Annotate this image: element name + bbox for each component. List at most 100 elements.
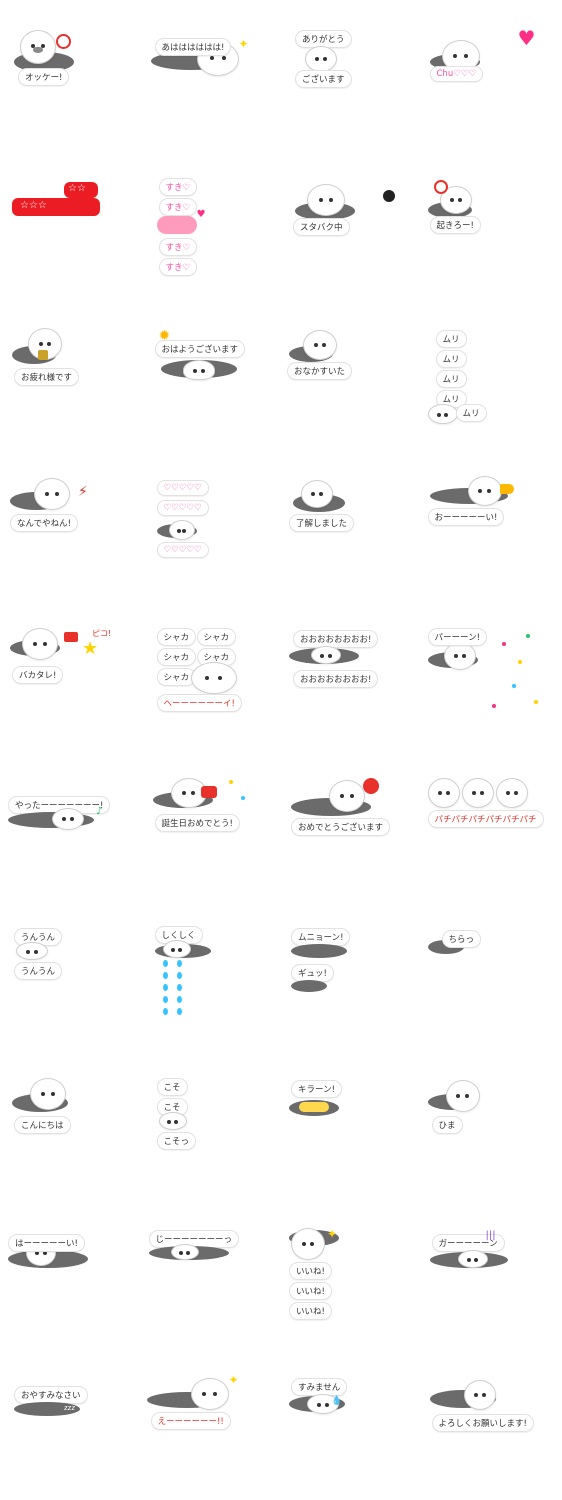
sticker-ooo[interactable]: おおおおおおおお! おおおおおおおお!: [281, 600, 422, 750]
sticker-standby[interactable]: スタバク中: [281, 150, 422, 300]
sticker-ohayou[interactable]: ✹ おはようございます: [141, 300, 282, 450]
seal-face-icon: [427, 404, 458, 424]
seal-face-icon: [307, 1394, 339, 1414]
sticker-koso[interactable]: こそ こそ こそっ: [141, 1050, 282, 1200]
sticker-suki[interactable]: すき♡ すき♡ ♥ すき♡ すき♡: [141, 150, 282, 300]
blush-seal-icon: [156, 216, 197, 234]
sticker-kiran[interactable]: キラーン!: [281, 1050, 422, 1200]
sticker-wakeup[interactable]: 起きろー!: [422, 150, 562, 300]
sticker-paan[interactable]: パーーーン!: [422, 600, 562, 750]
shaka-label-3: シャカ: [156, 648, 197, 666]
seal-face-icon: [30, 1078, 66, 1110]
sticker-text-line2: いいね!: [289, 1282, 332, 1300]
seal-face-icon: [158, 1112, 187, 1130]
sticker-chu[interactable]: ♥ Chu♡♡♡: [422, 0, 562, 150]
sticker-text-line3: ♡♡♡♡♡: [156, 542, 209, 558]
sticker-bakatare[interactable]: ★ ピコ! バカタレ!: [0, 600, 141, 750]
seal-tail: [14, 1402, 80, 1416]
circle-sign-icon: [56, 34, 71, 49]
sticker-unun[interactable]: うんうん うんうん: [0, 900, 141, 1050]
sticker-text: あはははははは!: [154, 38, 232, 56]
tear-icon: [162, 996, 168, 1003]
confetti-icon: [491, 704, 496, 708]
seal-face-icon: [445, 1080, 480, 1112]
seal-face-icon: [190, 1378, 229, 1410]
confetti-icon: [533, 700, 538, 704]
sticker-omedetou[interactable]: おめでとうございます: [281, 750, 422, 900]
tear-icon: [162, 984, 168, 991]
sticker-ryoukai[interactable]: 了解しました: [281, 450, 422, 600]
sticker-konnichiwa[interactable]: こんにちは: [0, 1050, 141, 1200]
sticker-text: 誕生日おめでとう!: [154, 814, 240, 832]
tear-icon: [176, 1008, 182, 1015]
sticker-text: スタバク中: [293, 218, 350, 236]
sticker-text: おなかすいた: [287, 362, 353, 380]
sticker-text: なんでやねん!: [10, 514, 78, 532]
sticker-text: キラーン!: [291, 1080, 342, 1098]
sticker-text-line3: ムリ: [435, 370, 467, 388]
sticker-munyon[interactable]: ムニョーン! ギュッ!: [281, 900, 422, 1050]
sticker-birthday[interactable]: 誕生日おめでとう!: [141, 750, 282, 900]
sun-icon: ✹: [158, 328, 171, 344]
sticker-oi[interactable]: おーーーーーい!: [422, 450, 562, 600]
sticker-ahaha[interactable]: あはははははは! ✦: [141, 0, 282, 150]
sticker-sumimasen[interactable]: すみません 💧: [281, 1350, 422, 1500]
sticker-otsukare[interactable]: お疲れ様です: [0, 300, 141, 450]
sticker-muri[interactable]: ムリ ムリ ムリ ムリ ムリ: [422, 300, 562, 450]
seal-face-icon: [168, 520, 195, 540]
sticker-text-line2: おおおおおおおお!: [293, 670, 379, 688]
red-band: [64, 182, 98, 198]
sticker-hearts[interactable]: ♡♡♡♡♡ ♡♡♡♡♡ ♡♡♡♡♡: [141, 450, 282, 600]
seal-face-icon: [305, 46, 337, 72]
sticker-okay[interactable]: オッケー!: [0, 0, 141, 150]
seal-face-icon: [427, 778, 460, 808]
sticker-shaka[interactable]: シャカ シャカ シャカ シャカ シャカ ヘーーーーーーイ!: [141, 600, 282, 750]
sticker-oyasumi[interactable]: おやすみなさい zzz: [0, 1350, 141, 1500]
sticker-text: よろしくお願いします!: [431, 1414, 534, 1432]
shaka-label-2: シャカ: [196, 628, 237, 646]
sticker-text: はーーーーーい!: [8, 1234, 85, 1252]
shaka-label-1: シャカ: [156, 628, 197, 646]
sticker-text: お疲れ様です: [14, 368, 80, 386]
sticker-chira[interactable]: ちらっ: [422, 900, 562, 1050]
sticker-text-line3: こそっ: [156, 1132, 197, 1150]
sticker-gaan[interactable]: ガーーーーーン |||: [422, 1200, 562, 1350]
toy-hammer-icon: [64, 632, 78, 642]
sticker-text-line2: ムリ: [435, 350, 467, 368]
sticker-text: おーーーーーい!: [427, 508, 505, 526]
bomb-icon: [383, 190, 395, 202]
sticker-hai[interactable]: はーーーーーい!: [0, 1200, 141, 1350]
sticker-shikushiku[interactable]: しくしく: [141, 900, 282, 1050]
sticker-hima[interactable]: ひま: [422, 1050, 562, 1200]
rose-bouquet-icon: [363, 778, 379, 794]
sticker-hungry[interactable]: おなかすいた: [281, 300, 422, 450]
seal-face-icon: [463, 1380, 496, 1410]
tear-icon: [162, 972, 168, 979]
sticker-yoroshiku[interactable]: よろしくお願いします!: [422, 1350, 562, 1500]
sticker-text: こんにちは: [14, 1116, 71, 1134]
sticker-thanks[interactable]: ありがとう ございます: [281, 0, 422, 150]
sticker-pachipachi[interactable]: パチパチパチパチパチパチ: [422, 750, 562, 900]
sticker-yatta[interactable]: やったーーーーーーー! ♪: [0, 750, 141, 900]
sticker-censored[interactable]: ☆☆☆ ☆☆: [0, 150, 141, 300]
sticker-text: 起きろー!: [429, 216, 481, 234]
megaphone-icon: [499, 484, 514, 494]
heart-icon: ♥: [517, 26, 536, 50]
zzz-text: zzz: [64, 1404, 76, 1412]
seal-face-icon: [311, 646, 341, 664]
sticker-iine[interactable]: ✦ いいね! いいね! いいね!: [281, 1200, 422, 1350]
sticker-text: ヘーーーーーーイ!: [156, 694, 242, 712]
seal-face-icon: [307, 184, 345, 216]
sticker-text-line2: うんうん: [14, 962, 63, 980]
sticker-text-line3: いいね!: [289, 1302, 332, 1320]
confetti-icon: [501, 642, 506, 646]
seal-face-icon: [303, 330, 337, 360]
sticker-jii[interactable]: じーーーーーーーっ: [141, 1200, 282, 1350]
sticker-text-line1: おおおおおおおお!: [293, 630, 379, 648]
sticker-ee[interactable]: ✦ えーーーーーー!!: [141, 1350, 282, 1500]
seal-face-icon: [457, 1250, 488, 1268]
sticker-nandeyanen[interactable]: ⚡ なんでやねん!: [0, 450, 141, 600]
censor-stars-icon: ☆☆☆: [20, 200, 47, 211]
tear-icon: [176, 960, 182, 967]
seal-face-icon: [443, 642, 476, 670]
